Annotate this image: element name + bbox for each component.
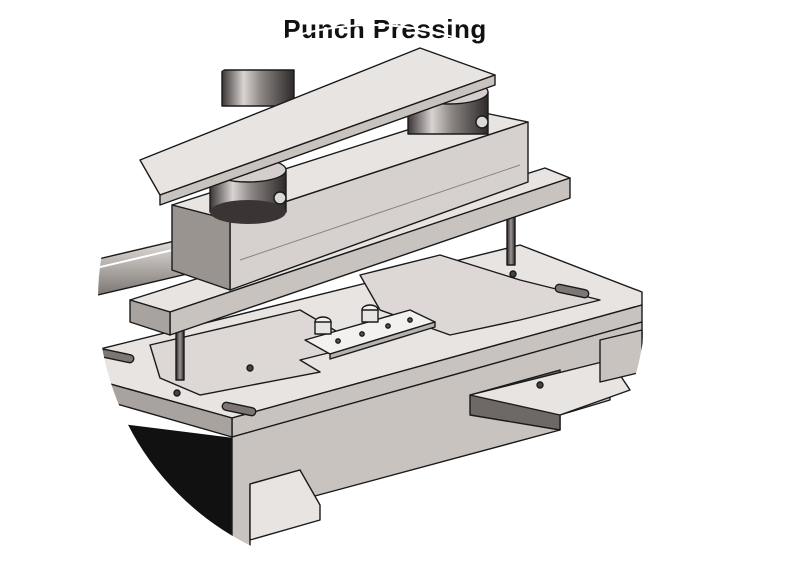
hinge-workpiece	[304, 304, 436, 360]
upper-punch-plate	[139, 47, 496, 206]
die-support-frame	[231, 321, 643, 574]
figure-title: Punch Pressing	[283, 14, 487, 44]
